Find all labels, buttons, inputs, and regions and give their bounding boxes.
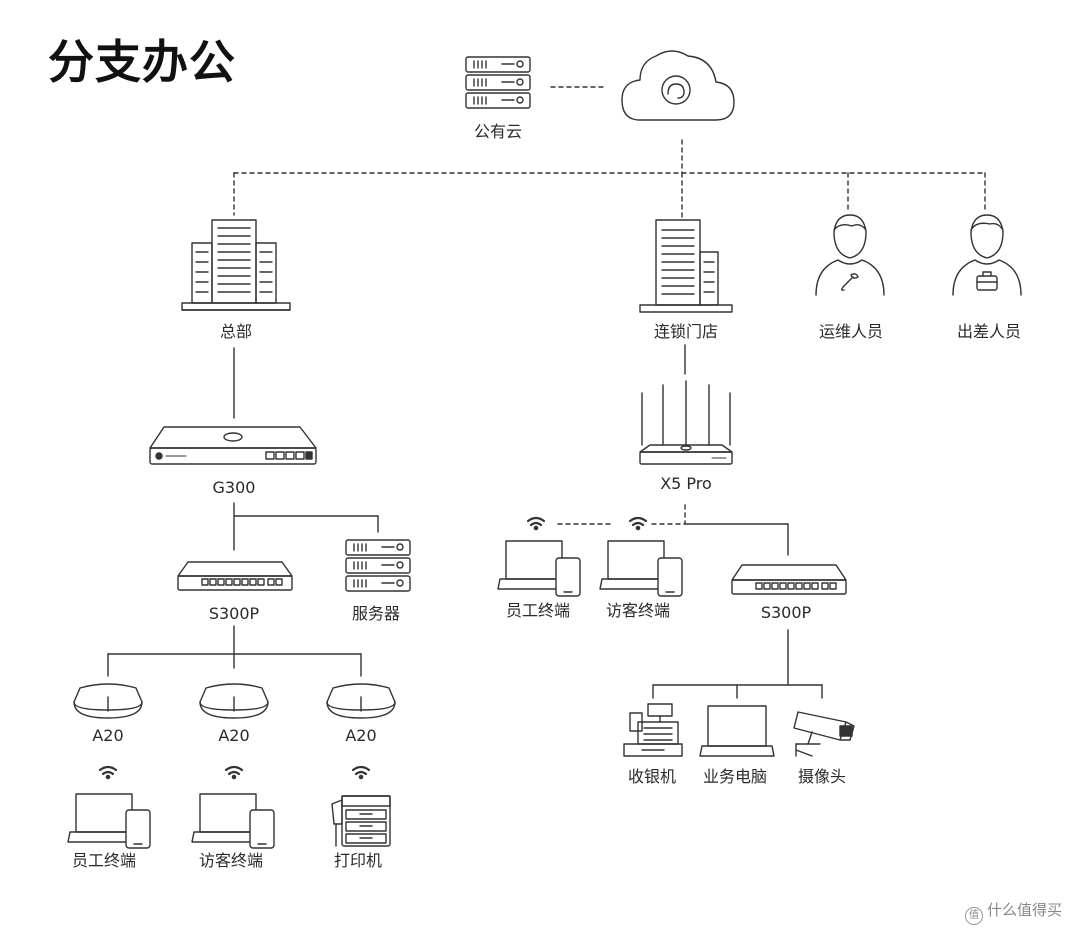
label-gateway: G300: [212, 478, 256, 497]
label-public-cloud: 公有云: [473, 122, 523, 141]
wifi-icon-3: [351, 765, 371, 780]
business-pc-icon: [699, 705, 775, 757]
watermark-text: 什么值得买: [986, 901, 1062, 919]
label-ap-2: A20: [218, 726, 250, 745]
access-point-icon-3: [326, 683, 396, 719]
label-left-visitor: 访客终端: [198, 851, 264, 870]
laptop-phone-icon-4: [599, 540, 683, 597]
switch-device-icon-right: [731, 564, 847, 595]
cloud-icon: [621, 50, 735, 121]
label-ap-1: A20: [92, 726, 124, 745]
connection-lines: [107, 86, 986, 699]
label-left-employee: 员工终端: [71, 851, 137, 870]
label-server: 服务器: [351, 604, 401, 623]
cloud-server-icon: [465, 56, 531, 109]
wifi-icon-2: [224, 765, 244, 780]
ops-person-icon: [815, 214, 885, 296]
label-right-employee: 员工终端: [505, 601, 571, 620]
laptop-phone-icon-3: [497, 540, 581, 597]
label-switch-right: S300P: [760, 603, 812, 622]
page-title: 分支办公: [48, 35, 236, 89]
gateway-device-icon: [149, 426, 317, 465]
chain-store-icon: [639, 219, 733, 313]
label-right-visitor: 访客终端: [605, 601, 671, 620]
camera-icon: [793, 711, 855, 757]
wifi-icon-1: [98, 765, 118, 780]
headquarters-icon: [181, 219, 291, 311]
label-headquarters: 总部: [219, 322, 253, 341]
label-router: X5 Pro: [660, 474, 712, 493]
label-chain-store: 连锁门店: [653, 322, 719, 341]
label-camera: 摄像头: [797, 767, 847, 786]
watermark-icon: 值: [964, 907, 983, 925]
label-ops-staff: 运维人员: [818, 322, 884, 341]
label-travel-staff: 出差人员: [956, 322, 1022, 341]
router-device-icon: [639, 380, 733, 465]
laptop-phone-icon-1: [67, 793, 151, 849]
access-point-icon-2: [199, 683, 269, 719]
printer-icon: [331, 795, 391, 847]
switch-device-icon: [177, 561, 293, 591]
access-point-icon-1: [73, 683, 143, 719]
laptop-phone-icon-2: [191, 793, 275, 849]
cash-register-icon: [623, 703, 683, 757]
watermark: 值什么值得买: [964, 899, 1062, 925]
label-ap-3: A20: [345, 726, 377, 745]
wifi-icon-4: [526, 516, 546, 531]
travel-person-icon: [952, 214, 1022, 296]
label-switch-left: S300P: [208, 604, 260, 623]
label-cashier: 收银机: [627, 767, 677, 786]
server-icon: [345, 539, 411, 592]
label-printer: 打印机: [333, 851, 383, 870]
label-business-pc: 业务电脑: [702, 767, 768, 786]
wifi-icon-5: [628, 516, 648, 531]
